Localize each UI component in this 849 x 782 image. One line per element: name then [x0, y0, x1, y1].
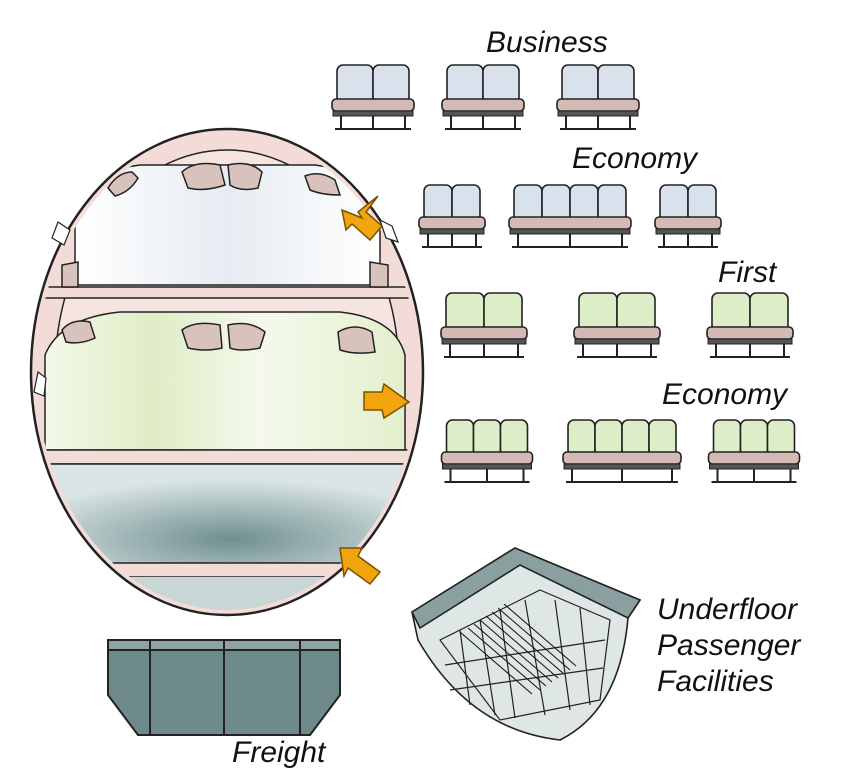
label-underfloor-line3: Facilities	[657, 665, 774, 698]
underfloor-facilities-cutaway	[410, 547, 642, 741]
seat-icon	[707, 419, 801, 483]
label-business: Business	[486, 26, 608, 59]
door-arrow-icon	[339, 547, 382, 586]
label-underfloor-passenger-facilities: Underfloor Passenger Facilities	[657, 592, 800, 700]
seat-icon	[440, 419, 534, 483]
freight-container	[107, 639, 341, 736]
seat-icon	[573, 292, 661, 358]
door-arrow-icon	[340, 195, 384, 242]
seat-icon	[440, 292, 528, 358]
overhead-bin-icon	[61, 162, 389, 288]
label-underfloor-line1: Underfloor	[657, 593, 798, 626]
seat-icon	[418, 184, 486, 248]
label-freight: Freight	[232, 736, 326, 769]
seat-icon	[556, 64, 640, 130]
seat-rows	[331, 64, 801, 483]
upper-deck-floor	[36, 286, 418, 299]
seat-icon	[706, 292, 794, 358]
seat-icon	[508, 184, 632, 248]
label-economy-upper: Economy	[572, 142, 698, 175]
label-underfloor-line2: Passenger	[657, 629, 801, 662]
seat-icon	[441, 64, 525, 130]
label-economy-main: Economy	[662, 378, 788, 411]
label-first: First	[718, 256, 777, 289]
fuselage-cross-section	[29, 127, 425, 617]
main-deck-floor	[36, 449, 418, 465]
main-deck-cabin	[44, 311, 406, 451]
overhead-bin-icon	[61, 320, 376, 354]
seat-icon	[654, 184, 722, 248]
seat-icon	[562, 419, 682, 483]
door-arrow-icon	[363, 382, 411, 420]
seat-icon	[331, 64, 415, 130]
